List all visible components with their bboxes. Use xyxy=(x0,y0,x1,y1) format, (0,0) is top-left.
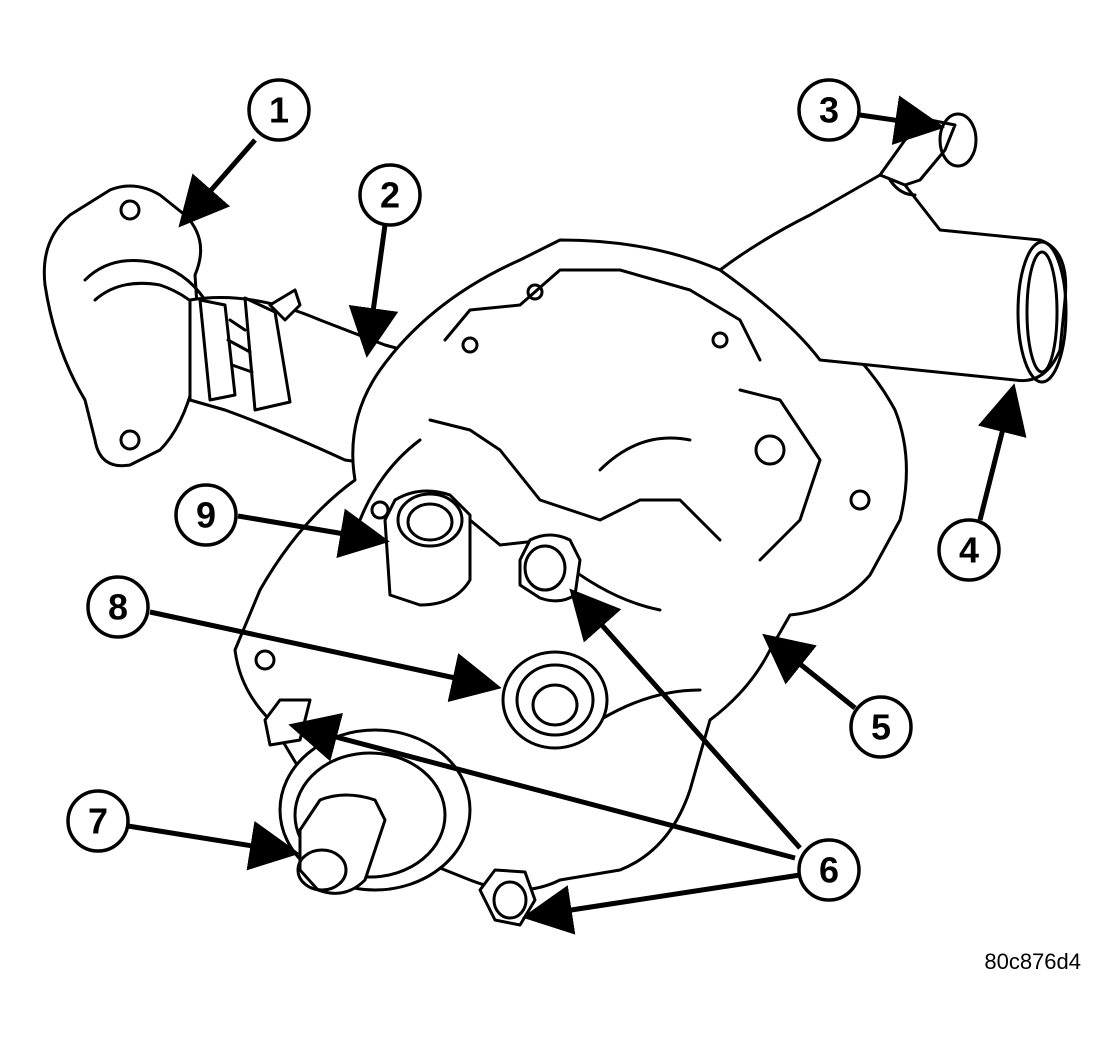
arrow-5 xyxy=(762,633,857,710)
callout-circles xyxy=(66,78,1001,902)
outlet-port xyxy=(383,489,472,607)
callout-circle-3 xyxy=(797,78,861,142)
callout-label-9: 9 xyxy=(196,495,216,536)
inlet-port xyxy=(501,650,609,750)
callout-label-6: 6 xyxy=(819,850,839,891)
callout-label-1: 1 xyxy=(269,90,289,131)
callout-circle-1 xyxy=(247,78,311,142)
callout-circle-7 xyxy=(66,789,130,853)
callout-circle-4 xyxy=(937,518,1001,582)
callout-circle-9 xyxy=(174,483,238,547)
arrow-8 xyxy=(149,609,502,702)
inlet-elbow-flange xyxy=(42,184,212,468)
callout-numbers: 1 2 3 4 5 6 7 8 9 xyxy=(88,90,979,891)
figure-code: 80c876d4 xyxy=(984,949,1081,974)
callout-label-7: 7 xyxy=(88,801,108,842)
callout-label-8: 8 xyxy=(108,587,128,628)
arrow-2 xyxy=(348,224,399,358)
impeller-shaft-hub xyxy=(278,728,472,895)
callout-label-5: 5 xyxy=(871,707,891,748)
arrow-6c xyxy=(522,872,801,935)
callout-label-2: 2 xyxy=(380,175,400,216)
callout-circle-5 xyxy=(849,695,913,759)
arrow-9 xyxy=(237,508,390,558)
arrow-6a xyxy=(569,588,802,850)
callout-label-3: 3 xyxy=(819,90,839,131)
arrow-4 xyxy=(977,383,1027,521)
callout-circle-8 xyxy=(86,575,150,639)
callout-circle-6 xyxy=(797,838,861,902)
callout-label-4: 4 xyxy=(959,530,979,571)
arrow-6b xyxy=(288,713,796,861)
arrow-3 xyxy=(859,95,945,145)
arrow-7 xyxy=(127,820,300,871)
callout-arrows xyxy=(127,95,1027,935)
callout-circle-2 xyxy=(358,163,422,227)
arrow-1 xyxy=(178,138,257,228)
